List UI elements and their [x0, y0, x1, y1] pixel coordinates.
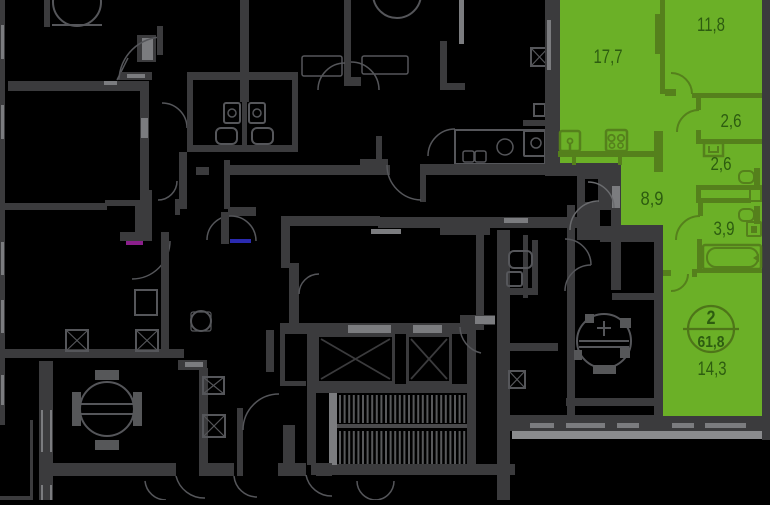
- svg-text:14,3: 14,3: [698, 359, 727, 380]
- svg-text:11,8: 11,8: [697, 15, 725, 36]
- svg-text:3,9: 3,9: [714, 219, 735, 240]
- svg-text:17,7: 17,7: [594, 47, 623, 68]
- svg-text:2,6: 2,6: [721, 111, 742, 131]
- svg-text:8,9: 8,9: [641, 189, 664, 210]
- svg-text:2: 2: [707, 308, 716, 329]
- svg-text:2,6: 2,6: [711, 154, 732, 174]
- svg-text:61,8: 61,8: [698, 334, 725, 351]
